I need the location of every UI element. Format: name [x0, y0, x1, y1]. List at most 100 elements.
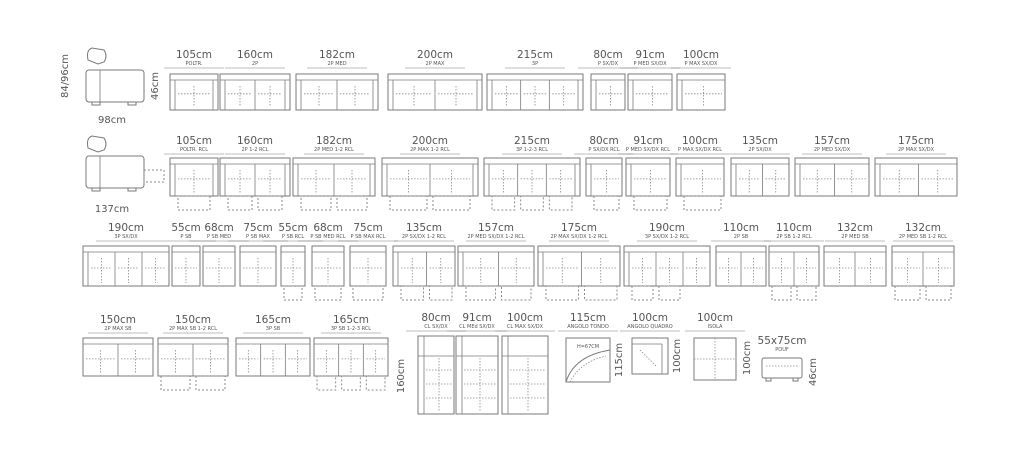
- row-3-module-13-code: 2P MED SB: [841, 234, 869, 240]
- row-4-module-0-code: 2P MAX SB: [104, 326, 132, 332]
- row-3-module-7-code: 2P SX/DX 1-2 RCL: [402, 234, 446, 240]
- row-3-module-4-width: 55cm: [278, 222, 307, 234]
- row-4-sofa-1-recliner-extension: [195, 375, 226, 391]
- row-4-sofa-3-recliner-extension: [341, 375, 361, 391]
- row-4-module-5-width: 91cm: [462, 312, 491, 324]
- chaise-depth-label: 160cm: [396, 359, 407, 393]
- row-2-sofa-2-recliner-extension: [336, 195, 368, 211]
- row-3-module-10-code: 3P SX/DX 1-2 RCL: [645, 234, 689, 240]
- row-1-module-1-code: 2P: [252, 61, 258, 67]
- row-4-module-9-code: ISOLA: [708, 324, 723, 330]
- row-1-module-0-width: 105cm: [176, 49, 212, 61]
- row-2-module-4-width: 215cm: [514, 135, 550, 147]
- row-3-module-9-width: 175cm: [561, 222, 597, 234]
- row-3-module-9-code: 2P MAX SX/DX 1-2 RCL: [551, 234, 608, 240]
- row-1-sofa-4-outline: [486, 73, 584, 111]
- pouf-outline: [761, 357, 803, 379]
- row-2-module-9-code: 2P MED SX/DX: [814, 147, 851, 153]
- row-3-sofa-5-recliner-extension: [314, 285, 342, 301]
- headrest-side-view-1: [87, 47, 107, 65]
- row-1-module-4-width: 215cm: [517, 49, 553, 61]
- row-2-sofa-2-recliner-extension: [300, 195, 332, 211]
- row-2-module-4-code: 3P 1-2-3 RCL: [516, 147, 548, 153]
- row-2-sofa-4-recliner-extension: [491, 195, 516, 211]
- pouf-width: 55x75cm: [758, 335, 807, 347]
- isola-side-label: 100cm: [742, 341, 753, 375]
- row-4-module-1-width: 150cm: [175, 314, 211, 326]
- row-3-module-2-code: P SB MED: [207, 234, 231, 240]
- row-3-module-4-code: P SB RCL: [282, 234, 305, 240]
- row-3-module-2-width: 68cm: [204, 222, 233, 234]
- row-3-sofa-3-outline: [239, 245, 277, 287]
- row-3-module-11-code: 2P SB: [734, 234, 749, 240]
- row-4-module-3-width: 165cm: [333, 314, 369, 326]
- row-4-module-0-width: 150cm: [100, 314, 136, 326]
- row-4-module-6-code: CL MAX SX/DX: [507, 324, 544, 330]
- row-4-module-3-code: 3P SB 1-2-3 RCL: [331, 326, 371, 332]
- sofa-side-view-1-foot-left: [91, 101, 101, 106]
- row-1-sofa-6-outline: [627, 73, 673, 111]
- side-view-2-width: 137cm: [95, 204, 129, 215]
- row-2-sofa-7-recliner-extension: [683, 195, 722, 211]
- row-2-module-5-width: 80cm: [589, 135, 618, 147]
- side-view-1-width: 98cm: [98, 115, 126, 126]
- row-1-module-6-code: P MED SX/DX: [633, 61, 667, 67]
- chaise-2-outline: [501, 335, 549, 415]
- sofa-side-view-2-footrest: [143, 169, 165, 183]
- sofa-side-view-2-foot-right: [127, 187, 137, 192]
- row-2-module-0-width: 105cm: [176, 135, 212, 147]
- row-3-module-0-code: 3P SX/DX: [114, 234, 138, 240]
- row-4-sofa-3-recliner-extension: [365, 375, 386, 391]
- row-3-sofa-12-recliner-extension: [771, 285, 792, 301]
- row-3-module-5-width: 68cm: [313, 222, 342, 234]
- sofa-side-view-2: [85, 155, 145, 189]
- headrest-side-view-2: [87, 135, 107, 153]
- pouf-foot-right: [792, 377, 799, 382]
- row-1-module-4-code: 3P: [532, 61, 538, 67]
- row-3-sofa-1-outline: [171, 245, 201, 287]
- row-4-module-9-width: 100cm: [697, 312, 733, 324]
- row-1-module-2-code: 2P MED: [327, 61, 346, 67]
- row-2-module-7-width: 100cm: [682, 135, 718, 147]
- row-3-sofa-14-recliner-extension: [894, 285, 921, 301]
- row-3-module-12-width: 110cm: [776, 222, 812, 234]
- row-3-module-0-width: 190cm: [108, 222, 144, 234]
- row-2-module-8-width: 135cm: [742, 135, 778, 147]
- round-corner-stitch: [569, 355, 607, 383]
- row-3-module-1-code: P SB: [180, 234, 192, 240]
- row-2-module-8-code: 2P SX/DX: [748, 147, 772, 153]
- row-3-module-6-code: P SB MAX RCL: [350, 234, 385, 240]
- row-3-module-3-width: 75cm: [243, 222, 272, 234]
- row-3-sofa-12-recliner-extension: [796, 285, 817, 301]
- row-2-sofa-6-recliner-extension: [633, 195, 668, 211]
- row-1-module-3-code: 2P MAX: [426, 61, 446, 67]
- row-4-module-6-width: 100cm: [507, 312, 543, 324]
- sofa-side-view-1: [85, 69, 145, 103]
- row-3-module-5-code: P SB MED RCL: [310, 234, 345, 240]
- row-3-sofa-9-recliner-extension: [584, 285, 618, 301]
- pouf-code: POUF: [775, 347, 789, 353]
- square-corner-outline: [631, 337, 669, 375]
- row-4-module-7-width: 115cm: [570, 312, 606, 324]
- row-2-sofa-4-outline: [483, 157, 581, 197]
- round-corner-side: 115cm: [614, 343, 625, 377]
- row-3-module-8-code: 2P MED SX/DX 1-2 RCL: [467, 234, 524, 240]
- row-3-sofa-4-recliner-extension: [283, 285, 303, 301]
- row-3-module-14-width: 132cm: [905, 222, 941, 234]
- row-1-module-7-width: 100cm: [683, 49, 719, 61]
- round-corner-seat: [565, 349, 611, 383]
- square-corner-side-label: 100cm: [672, 339, 683, 373]
- row-4-module-2-width: 165cm: [255, 314, 291, 326]
- row-3-sofa-6-recliner-extension: [352, 285, 384, 301]
- chaise-0-outline: [417, 335, 455, 415]
- row-1-sofa-7-outline: [676, 73, 726, 111]
- row-3-module-11-width: 110cm: [723, 222, 759, 234]
- row-2-sofa-5-recliner-extension: [593, 195, 620, 211]
- row-3-sofa-14-recliner-extension: [925, 285, 952, 301]
- row-4-module-2-code: 3P SB: [266, 326, 281, 332]
- row-3-sofa-6-outline: [349, 245, 387, 287]
- row-3-sofa-8-recliner-extension: [501, 285, 532, 301]
- row-2-sofa-4-recliner-extension: [520, 195, 544, 211]
- row-3-sofa-2-outline: [202, 245, 236, 287]
